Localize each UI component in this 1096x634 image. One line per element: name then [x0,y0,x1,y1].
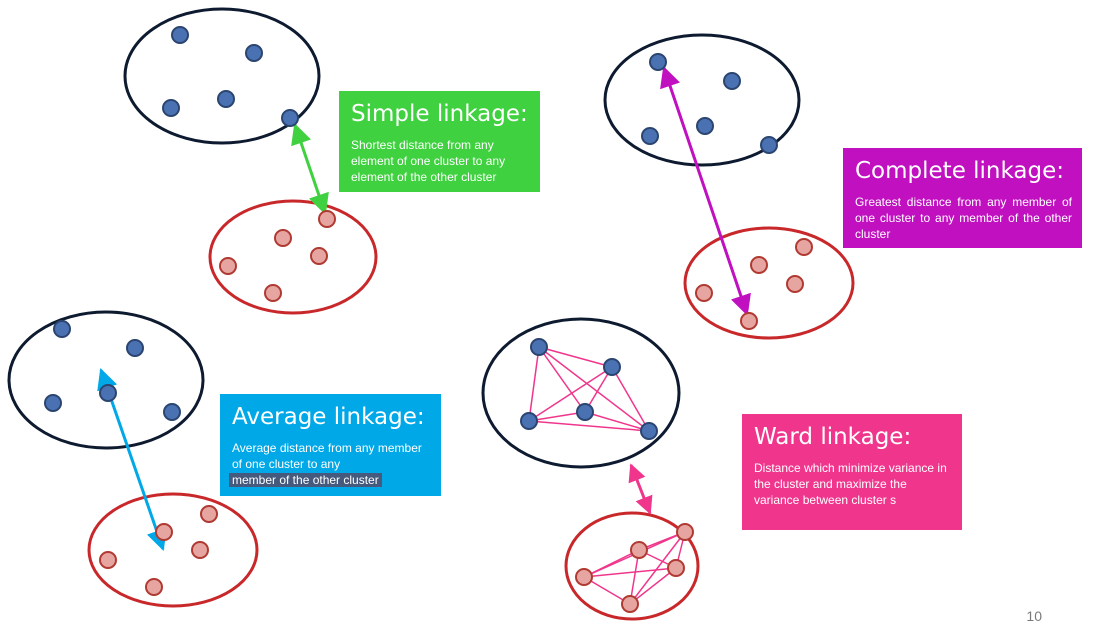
blue-point [520,412,538,430]
red-point [219,257,237,275]
blue-point [760,136,778,154]
simple-linkage-arrow [291,123,329,215]
red-point [630,541,648,559]
red-point [740,312,758,330]
complete-linkage-arrow [660,66,751,316]
red-point [676,523,694,541]
complete-linkage-card: Complete linkage: Greatest distance from… [843,148,1082,248]
complete-linkage-title: Complete linkage: [855,158,1065,184]
ward-linkage-arrow [628,463,653,515]
blue-point [723,72,741,90]
red-point [318,210,336,228]
blue-point [530,338,548,356]
ward-linkage-card: Ward linkage: Distance which minimize va… [742,414,962,530]
average-linkage-title: Average linkage: [232,404,425,430]
blue-point [99,384,117,402]
complete-linkage-description: Greatest distance from any member of one… [855,195,1072,241]
blue-point [641,127,659,145]
page-number: 10 [1026,608,1042,624]
blue-point [126,339,144,357]
complete-red-cluster [683,226,855,340]
average-linkage-description: Average distance from any member of one … [229,440,431,488]
simple-linkage-description: Shortest distance from any element of on… [351,138,506,184]
average-red-cluster [87,492,259,608]
red-point [264,284,282,302]
simple-linkage-title: Simple linkage: [351,101,528,127]
blue-point [696,117,714,135]
red-point [99,551,117,569]
simple-blue-cluster [123,7,321,145]
red-point [575,568,593,586]
blue-point [163,403,181,421]
blue-points [44,26,778,440]
blue-point [576,403,594,421]
blue-point [649,53,667,71]
simple-linkage-card: Simple linkage: Shortest distance from a… [339,91,540,192]
blue-point [603,358,621,376]
red-point [621,595,639,613]
blue-point [217,90,235,108]
blue-point [44,394,62,412]
average-linkage-description-line1: Average distance from any member of one … [232,441,422,471]
blue-point [245,44,263,62]
ward-blue-cluster [481,317,681,469]
red-point [795,238,813,256]
ward-linkage-title: Ward linkage: [754,424,912,450]
red-point [274,229,292,247]
red-point [155,523,173,541]
red-point [200,505,218,523]
blue-point [640,422,658,440]
simple-red-cluster [208,199,378,315]
red-point [310,247,328,265]
red-point [667,559,685,577]
blue-point [281,109,299,127]
red-point [786,275,804,293]
average-linkage-card: Average linkage: Average distance from a… [220,394,441,496]
red-point [695,284,713,302]
red-point [750,256,768,274]
blue-point [171,26,189,44]
blue-point [162,99,180,117]
average-linkage-description-highlight: member of the other cluster [229,473,382,487]
red-point [191,541,209,559]
ward-linkage-description: Distance which minimize variance in the … [754,461,947,507]
blue-point [53,320,71,338]
red-point [145,578,163,596]
red-points [99,210,813,613]
